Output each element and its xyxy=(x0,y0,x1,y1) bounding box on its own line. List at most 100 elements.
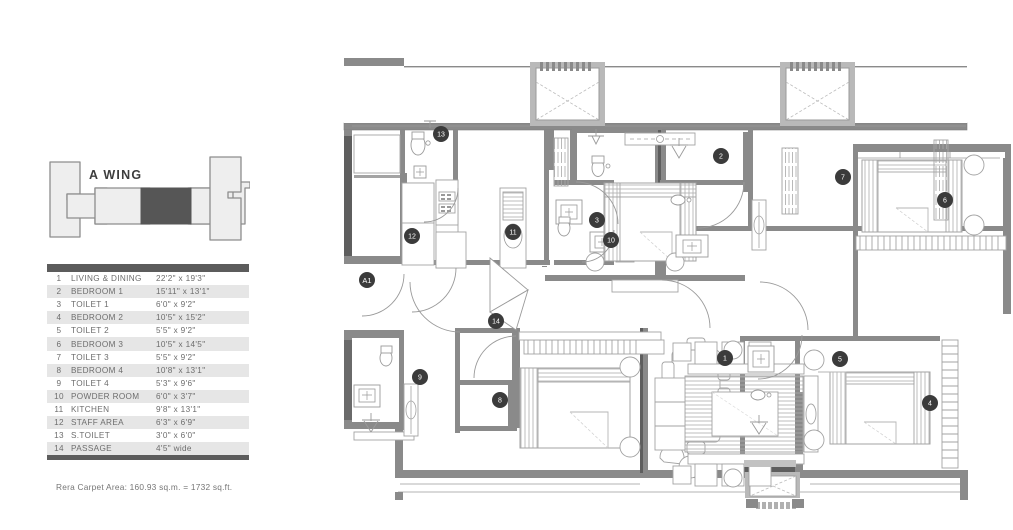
room-dimensions: 5'3" x 9'6" xyxy=(156,378,196,388)
keyplan-block-right-tower xyxy=(209,156,242,241)
room-name: KITCHEN xyxy=(71,404,110,414)
marker-label: 4 xyxy=(928,401,932,408)
room-dimensions: 5'5" x 9'2" xyxy=(156,326,196,336)
curtain-band-right-upper xyxy=(933,139,949,221)
room-number: 8 xyxy=(47,363,71,377)
window-bands xyxy=(352,125,966,485)
room-marker-11: 11 xyxy=(505,224,521,240)
room-name: PASSAGE xyxy=(71,442,156,456)
door-bedroom3 xyxy=(759,281,809,331)
room-marker-8: 8 xyxy=(492,392,508,408)
furniture-staff-area xyxy=(353,134,401,178)
room-name: TOILET 3 xyxy=(71,352,109,362)
door-bedroom1 xyxy=(661,279,711,329)
room-number: 1 xyxy=(56,274,62,284)
room-number: 6 xyxy=(47,337,71,351)
room-marker-12: 12 xyxy=(404,228,420,244)
room-name: POWDER ROOM xyxy=(71,389,156,403)
room-name: TOILET 1 xyxy=(71,300,109,310)
room-name: STAFF AREA xyxy=(71,416,156,430)
marker-label: 8 xyxy=(498,398,502,405)
schedule-top-rule xyxy=(47,264,249,272)
marker-dot xyxy=(832,351,848,367)
marker-label: 7 xyxy=(841,175,845,182)
room-name: BEDROOM 1 xyxy=(71,285,156,299)
room-number: 3 xyxy=(56,300,62,310)
marker-label: 5 xyxy=(838,357,842,364)
marker-label: 12 xyxy=(408,234,416,241)
marker-label: 9 xyxy=(418,375,422,382)
room-number: 12 xyxy=(47,416,71,430)
table-row: 1 LIVING & DINING 22'2" x 19'3" xyxy=(47,272,249,285)
marker-dot xyxy=(589,212,605,228)
room-name: S.TOILET xyxy=(71,431,111,441)
marker-dot xyxy=(835,169,851,185)
schedule-bottom-rule xyxy=(47,455,249,461)
marker-label: 13 xyxy=(437,132,445,139)
room-name: TOILET 2 xyxy=(71,326,109,336)
door-toilet1 xyxy=(575,181,619,225)
marker-dot xyxy=(922,395,938,411)
furniture-toilet-3 xyxy=(670,138,767,258)
marker-label: 11 xyxy=(509,230,516,237)
marker-dot xyxy=(433,126,449,142)
duct-bottom xyxy=(745,472,804,509)
door-s-toilet xyxy=(423,187,459,223)
door-main-entrance xyxy=(489,257,529,331)
room-number: 11 xyxy=(54,404,64,414)
room-dimensions: 3'0" x 6'0" xyxy=(156,431,196,441)
marker-dot xyxy=(937,192,953,208)
rera-carpet-area-note: Rera Carpet Area: 160.93 sq.m. = 1732 sq… xyxy=(56,482,233,492)
room-marker-4: 4 xyxy=(922,395,938,411)
door-toilet3 xyxy=(697,181,745,229)
door-kitchen xyxy=(411,267,457,313)
room-name: LIVING & DINING xyxy=(71,274,142,284)
living-sofa-bottom xyxy=(672,453,805,488)
marker-dot xyxy=(488,313,504,329)
duct-top-right xyxy=(780,62,855,126)
wall-top xyxy=(344,123,967,130)
room-marker-14: 14 xyxy=(488,313,504,329)
marker-label: 10 xyxy=(607,238,615,245)
marker-dot xyxy=(717,350,733,366)
furniture-bedroom-4 xyxy=(518,331,665,458)
key-plan-title: A WING xyxy=(89,168,143,182)
marker-dot xyxy=(603,232,619,248)
furniture-toilet-4 xyxy=(353,345,419,441)
unit-tag-a1: A1 xyxy=(359,272,375,288)
room-marker-1: 1 xyxy=(717,350,733,366)
room-number: 10 xyxy=(47,389,71,403)
window-staff-area xyxy=(344,136,352,256)
room-marker-2: 2 xyxy=(713,148,729,164)
room-dimensions: 22'2" x 19'3" xyxy=(156,274,206,284)
room-marker-13: 13 xyxy=(433,126,449,142)
table-row: 5 TOILET 2 5'5" x 9'2" xyxy=(47,324,249,337)
doors xyxy=(361,181,809,380)
door-toilet2 xyxy=(757,334,803,380)
marker-label: 1 xyxy=(723,356,727,363)
room-marker-10: 10 xyxy=(603,232,619,248)
marker-dot xyxy=(492,392,508,408)
marker-label: 2 xyxy=(719,154,723,161)
marker-dot xyxy=(713,148,729,164)
room-dimensions: 15'11" x 13'1" xyxy=(156,285,249,299)
marker-dot xyxy=(404,228,420,244)
room-dimensions: 4'5" wide xyxy=(156,442,249,456)
room-number: 5 xyxy=(56,326,62,336)
room-dimensions: 6'0" x 3'7" xyxy=(156,389,249,403)
window-toilet4 xyxy=(344,340,352,420)
plan-walls xyxy=(343,58,1011,500)
